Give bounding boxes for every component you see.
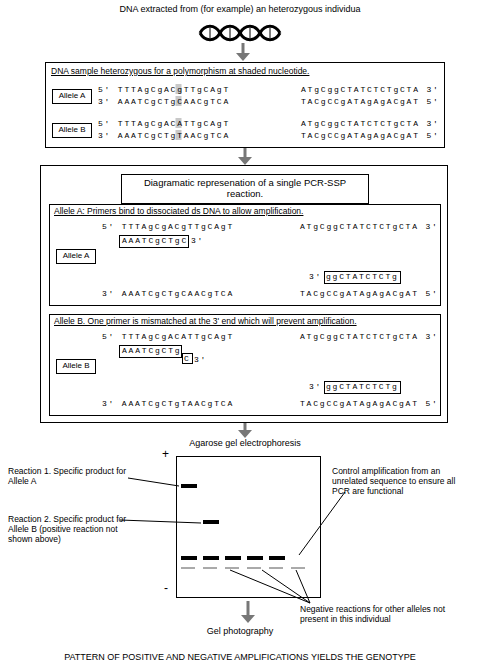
flow-arrow	[242, 43, 245, 54]
dna-sequence: 5' TTTAgCgACgTTgCAgT	[98, 85, 230, 95]
gel-outline	[176, 456, 321, 598]
dna-rung	[270, 28, 271, 38]
primer-sequence: AAATCgCTg	[122, 346, 181, 356]
primer-box: 3'ggCTATCTCTg	[324, 381, 401, 394]
dna-sequence: TACgCCgATAgAgACgAT 5'	[300, 399, 439, 409]
dna-sequence: TACgCCgATAgAgACgAT 5'	[300, 289, 439, 299]
allele-tag: Allele A	[56, 249, 96, 264]
callout-label: Control amplification from an unrelated …	[332, 466, 472, 497]
dna-sequence: TACgCCgATAgAgACgAT 5'	[301, 97, 440, 107]
dna-rung	[250, 28, 251, 38]
primer-box: 3'ggCTATCTCTg	[324, 271, 401, 284]
dna-sequence: 5' TTTAgCgACATTgCAgT	[98, 119, 230, 129]
allele-tag: Allele A	[52, 89, 92, 104]
arrow-head	[241, 615, 255, 623]
primer-sequence: ggCTATCTCTg	[326, 272, 399, 282]
dna-sequence: ATgCggCTATCTCTgCTA 3'	[300, 222, 439, 232]
primer-box: AAATCgCTgC3'	[119, 235, 189, 248]
dna-rung	[230, 28, 231, 38]
gel-band	[181, 484, 197, 488]
dna-sequence: 3' AAATCgCTgTAACgTCA	[102, 399, 234, 409]
dna-sequence: 3' AAATCgCTgTAACgTCA	[98, 131, 230, 141]
allele-tag: Allele B	[56, 359, 96, 374]
arrow-head	[236, 53, 250, 61]
page-caption: PATTERN OF POSITIVE AND NEGATIVE AMPLIFI…	[0, 652, 480, 662]
primer-end: 3'	[309, 382, 322, 392]
dna-sequence: ATgCggCTATCTCTgCTA 3'	[301, 85, 440, 95]
arrow-shaft	[244, 423, 247, 431]
flow-arrow	[238, 423, 252, 438]
box-heading: DNA sample heterozygous for a polymorphi…	[51, 67, 431, 77]
mismatched-base: C	[182, 353, 193, 364]
gel-box: Agarose gel electrophoresis+ -	[160, 438, 330, 600]
arrow-head	[238, 430, 252, 438]
control-band	[181, 556, 197, 560]
allele-tag: Allele B	[52, 123, 92, 138]
dna-sequence: 5' TTTAgCgACATTgCAgT	[102, 332, 234, 342]
dna-sequence: 3' AAATCgCTgCAACgTCA	[98, 97, 230, 107]
flow-arrow	[247, 601, 250, 616]
dna-rungs	[210, 28, 270, 38]
primer-end: 3'	[309, 272, 322, 282]
panel-heading: Allele B. One primer is mismatched at th…	[54, 317, 438, 327]
leader-line	[299, 492, 345, 555]
flow-arrow	[238, 148, 252, 165]
control-band	[225, 556, 241, 560]
pole-sign: +	[162, 448, 169, 460]
dna-strand	[200, 26, 280, 40]
page-title: DNA extracted from (for example) an hete…	[0, 4, 480, 14]
leader-line	[128, 478, 179, 486]
callout-label: Negative reactions for other alleles not…	[300, 604, 475, 624]
primer-end: 3'	[194, 355, 207, 365]
primer-end: 3'	[191, 236, 204, 246]
control-band	[269, 556, 285, 560]
allele-name: Allele B	[57, 361, 95, 370]
arrow-shaft	[244, 148, 247, 158]
pcr-box: Diagramatic represenation of a single PC…	[40, 165, 448, 423]
primer-box: AAATCgCTgC3'	[119, 345, 182, 358]
callout-label: Reaction 1. Specific product for Allele …	[8, 466, 130, 486]
step-label: Gel photography	[0, 626, 480, 636]
dna-rung	[210, 28, 211, 38]
allele-name: Allele B	[53, 125, 91, 134]
primer-sequence: AAATCgCTgC	[122, 236, 188, 246]
control-band	[247, 556, 263, 560]
pole-sign: -	[164, 582, 168, 594]
allele-name: Allele A	[53, 91, 91, 100]
allele-panel: Allele B. One primer is mismatched at th…	[49, 314, 441, 416]
leader-line	[230, 570, 310, 603]
dna-sequence: ATgCggCTATCTCTgCTA 3'	[301, 119, 440, 129]
gel-band	[203, 520, 219, 524]
dna-sequence: 5' TTTAgCgACgTTgCAgT	[102, 222, 234, 232]
dna-sequence: 3' AAATCgCTgCAACgTCA	[102, 289, 234, 299]
negative-lanes	[181, 568, 310, 569]
gel-heading: Agarose gel electrophoresis	[160, 438, 330, 448]
primer-sequence: ggCTATCTCTg	[326, 382, 399, 392]
leader-line	[120, 520, 201, 523]
allele-name: Allele A	[57, 251, 95, 260]
dna-strand	[200, 26, 280, 40]
leader-line	[262, 570, 310, 603]
allele-panel: Allele A: Primers bind to dissociated ds…	[49, 204, 441, 306]
control-band	[203, 556, 219, 560]
dna-sequence: TACgCCgATAgAgACgAT 5'	[301, 131, 440, 141]
arrow-head	[238, 157, 252, 165]
panel-heading: Allele A: Primers bind to dissociated ds…	[54, 207, 438, 217]
reaction-title: Diagramatic represenation of a single PC…	[121, 174, 369, 204]
leader-line	[296, 570, 310, 603]
dna-sequence: ATgCggCTATCTCTgCTA 3'	[300, 332, 439, 342]
sample-box: DNA sample heterozygous for a polymorphi…	[45, 62, 445, 148]
callout-label: Reaction 2. Specific product for Allele …	[8, 514, 138, 545]
